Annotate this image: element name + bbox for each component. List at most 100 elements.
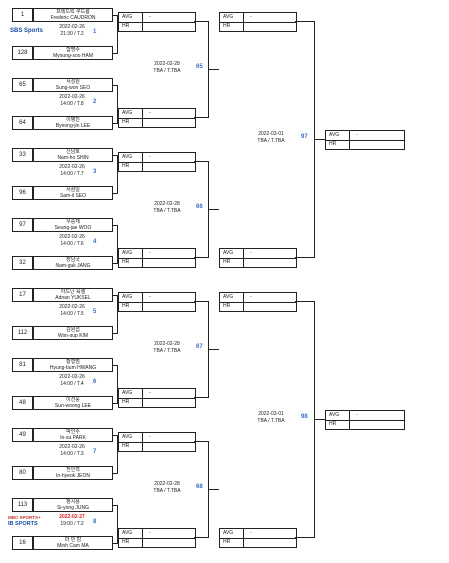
match-date: 2022-02-28 <box>154 201 180 207</box>
score-divider <box>142 13 143 22</box>
bracket-line <box>112 543 118 544</box>
score-value: - <box>149 434 151 440</box>
player-name-kr: 아드난 육셀 <box>60 289 86 295</box>
score-divider <box>243 13 244 22</box>
score-divider <box>142 302 143 311</box>
bracket-line <box>295 301 314 302</box>
score-box-r1: AVG-HR <box>118 528 196 548</box>
seed-cell: 33 <box>12 148 33 162</box>
match-number: 98 <box>301 414 308 420</box>
score-divider <box>243 293 244 302</box>
avg-label: AVG <box>329 132 340 138</box>
avg-row: AVG- <box>220 293 296 303</box>
hr-label: HR <box>122 303 130 309</box>
match-time-table: 19:00 / T.2 <box>60 521 84 527</box>
seed-cell: 16 <box>12 536 33 550</box>
score-box-r1: AVG-HR <box>118 292 196 312</box>
bracket-line <box>194 117 208 118</box>
score-divider <box>142 529 143 538</box>
hr-row: HR <box>220 22 296 31</box>
player-name-en: Sung-won SEO <box>55 85 91 91</box>
bracket-line <box>112 365 118 366</box>
avg-row: AVG - <box>119 433 195 443</box>
seed-cell: 64 <box>12 116 33 130</box>
player-name-en: Seung-jae WOO <box>54 225 92 231</box>
player-name-kr: 서성원 <box>66 79 80 85</box>
match-date: 2022-03-01 <box>258 131 284 137</box>
avg-label: AVG <box>122 434 133 440</box>
hr-label: HR <box>329 421 337 427</box>
score-divider <box>142 249 143 258</box>
bracket-line <box>314 419 325 420</box>
match-number: 6 <box>93 379 97 385</box>
score-value: - <box>356 132 358 138</box>
hr-label: HR <box>122 119 130 125</box>
hr-label: HR <box>329 141 337 147</box>
score-box-r1: AVG-HR <box>118 388 196 408</box>
score-divider <box>142 398 143 407</box>
score-box-r3: AVG - HR <box>325 130 405 150</box>
avg-row: AVG - <box>119 109 195 119</box>
avg-row: AVG- <box>220 13 296 23</box>
player-name-kr: 장남국 <box>66 257 80 263</box>
bracket-line <box>208 489 219 490</box>
score-value: - <box>250 530 252 536</box>
score-box-r1: AVG-HR <box>118 12 196 32</box>
bracket-line <box>112 225 118 226</box>
seed-cell: 48 <box>12 396 33 410</box>
bracket-line <box>112 333 118 334</box>
match-number: 68 <box>196 484 203 490</box>
match-date: 2022-02-28 <box>154 481 180 487</box>
player-name-kr: 프레드릭 쿠드롱 <box>56 9 90 15</box>
hr-row: HR <box>220 258 296 267</box>
match-number: 2 <box>93 99 97 105</box>
player-name-kr: 서삼일 <box>66 187 80 193</box>
score-divider <box>243 258 244 267</box>
match-number: 1 <box>93 29 97 35</box>
hr-row: HR <box>119 398 195 407</box>
score-value: - <box>250 14 252 20</box>
player-name-en: Won-sup KIM <box>57 333 89 339</box>
bracket-line <box>112 53 118 54</box>
avg-row: AVG- <box>220 529 296 539</box>
score-divider <box>142 389 143 398</box>
score-divider <box>243 22 244 31</box>
match-date: 2022-02-26 <box>59 374 85 380</box>
bracket-line <box>117 15 118 54</box>
score-box-r2: AVG-HR <box>219 292 297 312</box>
hr-label: HR <box>122 163 130 169</box>
ib-sports-logo: IB SPORTS <box>8 521 38 527</box>
avg-label: AVG <box>122 110 133 116</box>
score-value: - <box>149 110 151 116</box>
score-box-r1: AVG - HR <box>118 108 196 128</box>
hr-row: HR <box>326 420 404 429</box>
score-divider <box>349 411 350 420</box>
score-value: - <box>250 294 252 300</box>
bracket-line <box>112 123 118 124</box>
match-date: 2022-02-28 <box>154 341 180 347</box>
score-divider <box>243 302 244 311</box>
player-name-en: Adnan YUKSEL <box>55 295 91 301</box>
